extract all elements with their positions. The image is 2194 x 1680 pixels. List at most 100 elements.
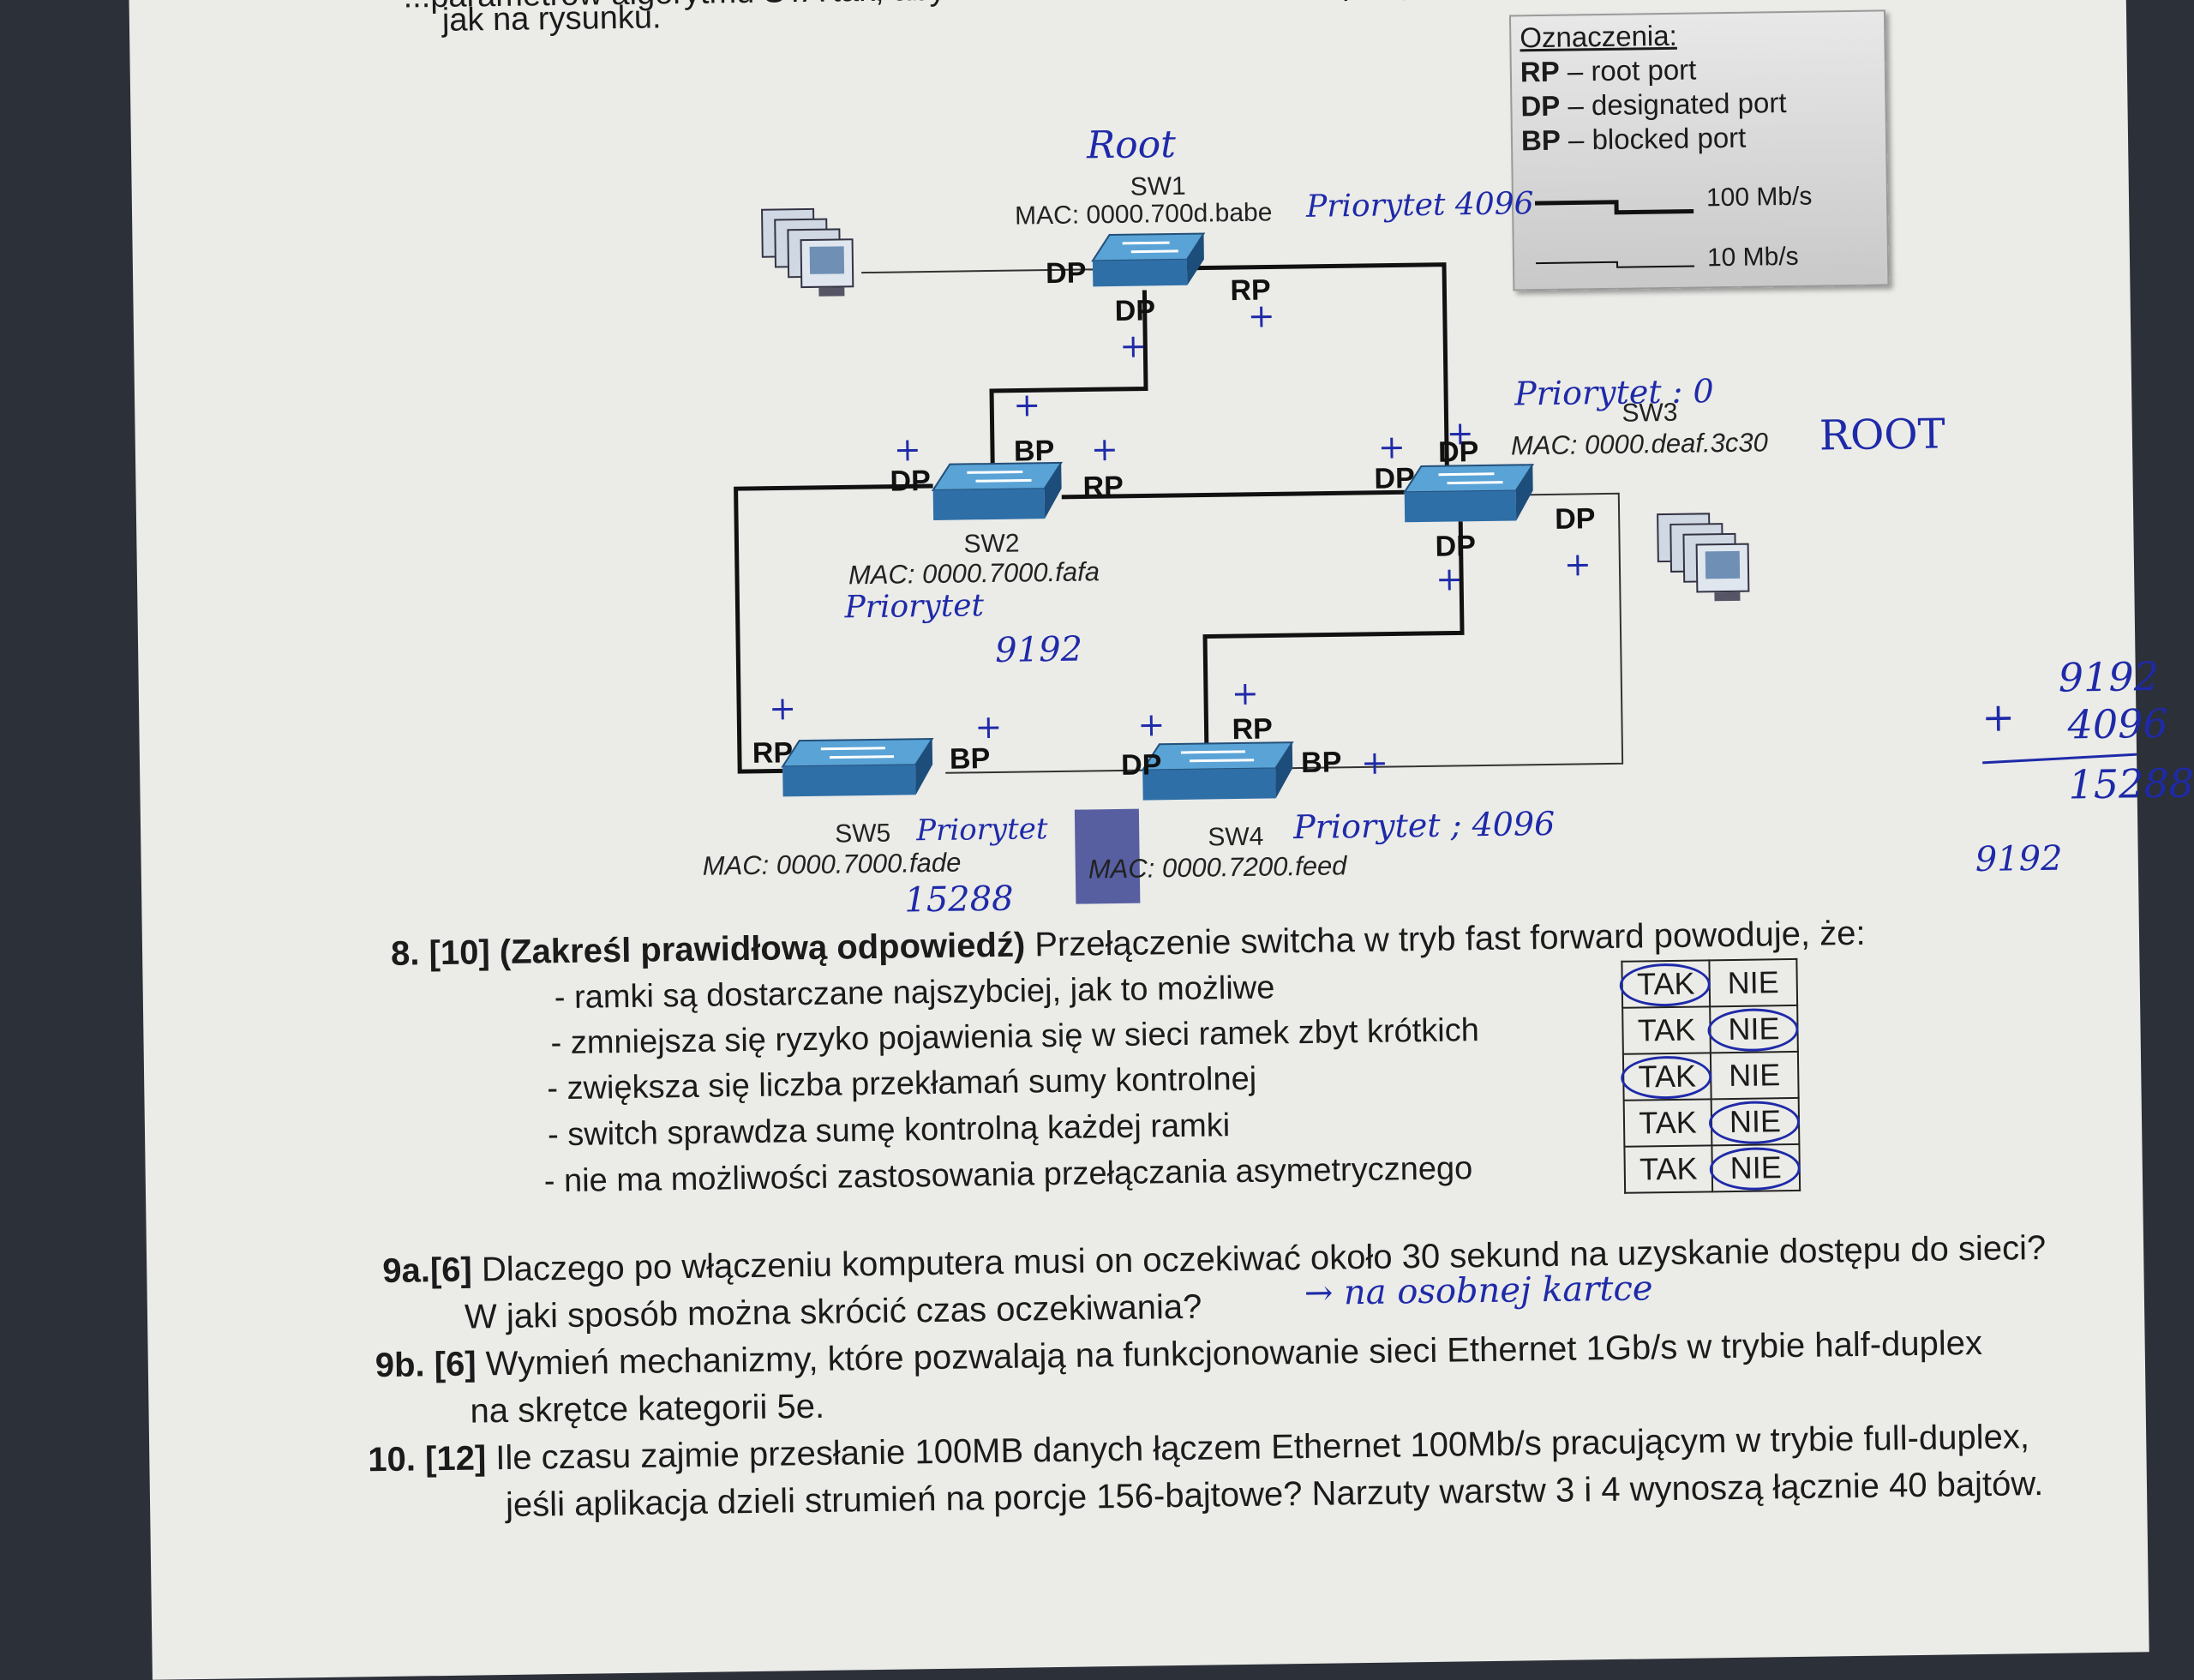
switch-sw1-icon <box>1091 232 1206 287</box>
plus-mark: + <box>893 430 922 469</box>
plus-mark: + <box>1435 560 1464 598</box>
exam-sheet: ...parametrów algorytmu STA tak, aby sko… <box>129 0 2194 1680</box>
answer-nie-3[interactable]: NIE <box>1710 1051 1799 1100</box>
hw-calc-op: + <box>1981 693 2016 741</box>
answer-tak-2[interactable]: TAK <box>1622 1006 1711 1054</box>
link-sw1-sw2 <box>989 290 1148 477</box>
sw1-name: SW1 <box>1130 171 1186 201</box>
link-sw5-sw4 <box>945 769 1143 774</box>
plus-mark: + <box>1360 743 1389 783</box>
plus-mark: + <box>1563 545 1592 584</box>
hw-calc-note: 9192 <box>1975 838 2063 880</box>
port-sw4-left: DP <box>1120 748 1162 782</box>
answer-nie-1[interactable]: NIE <box>1709 958 1798 1007</box>
calc-sum-line <box>1982 749 2140 765</box>
sw4-mac: MAC: 0000.7200.feed <box>1088 850 1347 885</box>
q8-answer-table: TAK NIE TAK NIE TAK NIE TAK NIE TAK NIE <box>1619 958 1801 1194</box>
plus-mark: + <box>1446 414 1474 453</box>
hw-prio-sw5: Priorytet <box>915 812 1048 849</box>
port-sw3-right: DP <box>1554 502 1596 536</box>
legend: Oznaczenia: RP – root port DP – designat… <box>1508 9 1890 291</box>
thin-link-icon <box>1535 261 1695 268</box>
q8-option-2: - zmniejsza się ryzyko pojawienia się w … <box>550 1012 1480 1062</box>
answer-row: TAK NIE <box>1622 1005 1799 1054</box>
link-sw1-sw3 <box>1187 262 1450 488</box>
answer-circle-mark <box>1708 1100 1801 1145</box>
q9b-line2: na skrętce kategorii 5e. <box>470 1387 825 1431</box>
answer-nie-5[interactable]: NIE <box>1709 1143 1801 1192</box>
hw-prio-sw5-val: 15288 <box>903 879 1014 921</box>
sw3-mac: MAC: 0000.deaf.3c30 <box>1510 427 1769 461</box>
q9a-line2: W jaki sposób można skrócić czas oczekiw… <box>464 1287 1202 1336</box>
port-sw5-left: RP <box>752 736 794 770</box>
q8-option-5: - nie ma możliwości zastosowania przełąc… <box>543 1150 1473 1200</box>
port-sw2-up: BP <box>1013 434 1055 468</box>
thick-link-icon <box>1534 200 1694 215</box>
sw2-mac: MAC: 0000.7000.fafa <box>848 556 1100 591</box>
switch-sw5-icon <box>781 737 934 797</box>
port-sw1-left: DP <box>1045 256 1087 291</box>
plus-mark: + <box>1119 327 1148 365</box>
answer-row: TAK NIE <box>1620 1051 1799 1101</box>
hw-calc-b: 4096 <box>2067 699 2169 748</box>
q8-option-3: - zwiększa się liczba przekłamań sumy ko… <box>547 1060 1257 1107</box>
answer-nie-2[interactable]: NIE <box>1707 1005 1799 1053</box>
answer-circle-mark <box>1707 1007 1799 1053</box>
sw4-name: SW4 <box>1208 822 1264 852</box>
answer-tak-1[interactable]: TAK <box>1619 960 1711 1008</box>
scribble-sw5-sw4 <box>1074 808 1141 904</box>
plus-mark: + <box>1012 386 1041 424</box>
hw-prio-sw2-val: 9192 <box>994 629 1083 670</box>
sw1-mac: MAC: 0000.700d.babe <box>1014 198 1273 231</box>
q8-option-4: - switch sprawdza sumę kontrolną każdej … <box>547 1107 1231 1154</box>
link-sw3-sw4-slow <box>1280 492 1624 770</box>
plus-mark: + <box>768 689 797 728</box>
link-pc1-sw1 <box>861 268 1094 274</box>
port-sw2-left: DP <box>890 464 931 498</box>
plus-mark: + <box>1377 428 1406 466</box>
switch-sw3-icon <box>1402 464 1535 523</box>
answer-row: TAK NIE <box>1623 1097 1801 1147</box>
answer-tak-3[interactable]: TAK <box>1620 1053 1712 1101</box>
hw-root-sw1: Root <box>1086 122 1177 168</box>
answer-circle-mark <box>1619 963 1711 1007</box>
link-sw3-sw4 <box>1202 521 1465 753</box>
port-sw4-right: BP <box>1300 746 1342 779</box>
legend-line-icons <box>1534 200 1695 268</box>
hw-prio-sw3: Priorytet : 0 <box>1514 372 1714 413</box>
answer-tak-4[interactable]: TAK <box>1623 1099 1712 1147</box>
switch-sw2-icon <box>931 461 1064 520</box>
answer-row: TAK NIE <box>1619 958 1798 1008</box>
photo: ...parametrów algorytmu STA tak, aby sko… <box>129 0 2194 1680</box>
answer-tak-5[interactable]: TAK <box>1624 1145 1713 1193</box>
hw-prio-sw4: Priorytet ; 4096 <box>1292 804 1556 847</box>
plus-mark: + <box>1137 705 1166 744</box>
switch-sw4-icon <box>1141 741 1294 801</box>
link-sw2-sw5 <box>734 483 933 774</box>
plus-mark: + <box>974 707 1003 747</box>
port-sw4-up: RP <box>1232 712 1274 747</box>
computer-group-left-icon <box>761 207 854 297</box>
computer-group-right-icon <box>1657 513 1750 602</box>
answer-circle-mark <box>1620 1055 1712 1100</box>
hw-prio-sw2: Priorytet <box>844 588 985 626</box>
q9a-line1: 9a.[6] Dlaczego po włączeniu komputera m… <box>381 1228 2047 1291</box>
answer-row: TAK NIE <box>1624 1143 1801 1193</box>
sw2-name: SW2 <box>963 529 1020 559</box>
plus-mark: + <box>1231 674 1260 713</box>
hw-calc-sum: 15288 <box>2068 759 2194 808</box>
answer-circle-mark <box>1709 1146 1801 1191</box>
port-sw5-right: BP <box>949 742 991 776</box>
plus-mark: + <box>1247 297 1275 335</box>
sw5-mac: MAC: 0000.7000.fade <box>702 847 962 881</box>
hw-prio-sw1: Priorytet 4096 <box>1305 186 1534 225</box>
hw-calc-a: 9192 <box>2058 653 2160 701</box>
link-sw2-sw3 <box>1061 489 1405 500</box>
port-sw2-right: RP <box>1082 470 1124 504</box>
hw-root-sw3: ROOT <box>1819 410 1946 460</box>
port-sw3-left: DP <box>1374 462 1415 495</box>
port-sw1-down: DP <box>1114 294 1156 327</box>
answer-nie-4[interactable]: NIE <box>1708 1097 1801 1146</box>
topology-diagram <box>734 207 2140 904</box>
plus-mark: + <box>1090 429 1119 469</box>
